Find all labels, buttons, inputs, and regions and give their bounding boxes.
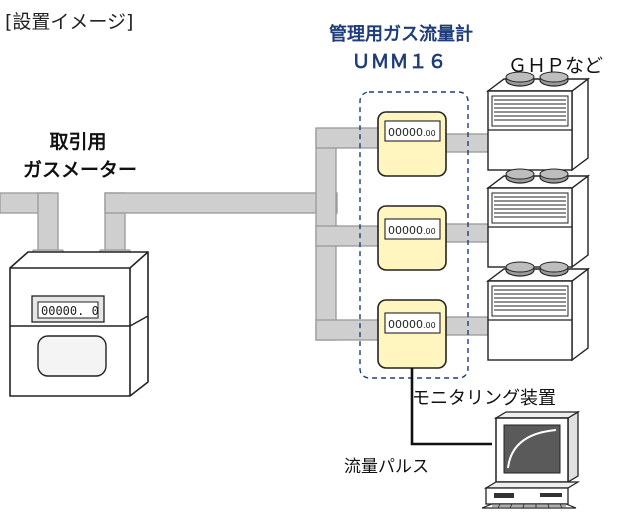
- flow-meter-unit: 00000.00: [377, 299, 447, 369]
- flow-reading-main: 00000: [388, 318, 423, 331]
- pulse-signal-line: [410, 368, 492, 446]
- flow-meter-group-border: [359, 91, 469, 379]
- transaction-gas-meter: 00000. 0: [9, 251, 149, 397]
- diagram-title: [設置イメージ]: [5, 11, 133, 33]
- flow-meter-label-line2: ＵＭＭ１６: [351, 51, 446, 73]
- pulse-label: 流量パルス: [344, 457, 429, 477]
- ghp-unit: [487, 261, 589, 361]
- svg-text:00000.00: 00000.00: [388, 224, 436, 237]
- gas-meter-display: 00000. 0: [41, 304, 99, 318]
- flow-reading-decimal: .00: [423, 321, 436, 330]
- pipe-joints: [39, 129, 335, 339]
- flow-reading-decimal: .00: [423, 227, 436, 236]
- ghp-unit: [487, 168, 589, 268]
- flow-meter-unit: 00000.00: [377, 205, 447, 271]
- ghp-unit: [485, 71, 591, 172]
- flow-meter-label-line1: 管理用ガス流量計: [329, 23, 473, 45]
- svg-text:00000.00: 00000.00: [388, 318, 436, 331]
- flow-reading-decimal: .00: [423, 129, 436, 138]
- gas-meter-label-line2: ガスメーター: [23, 159, 137, 181]
- monitor-label: モニタリング装置: [412, 388, 556, 409]
- flow-reading-main: 00000: [388, 224, 423, 237]
- flow-reading-main: 00000: [388, 126, 423, 139]
- gas-meter-label-line1: 取引用: [49, 131, 106, 153]
- svg-text:00000.00: 00000.00: [388, 126, 436, 139]
- ghp-label: ＧＨＰなど: [508, 55, 603, 77]
- flow-meter-unit: 00000.00: [377, 111, 447, 177]
- pc-monitor-icon: [481, 410, 581, 509]
